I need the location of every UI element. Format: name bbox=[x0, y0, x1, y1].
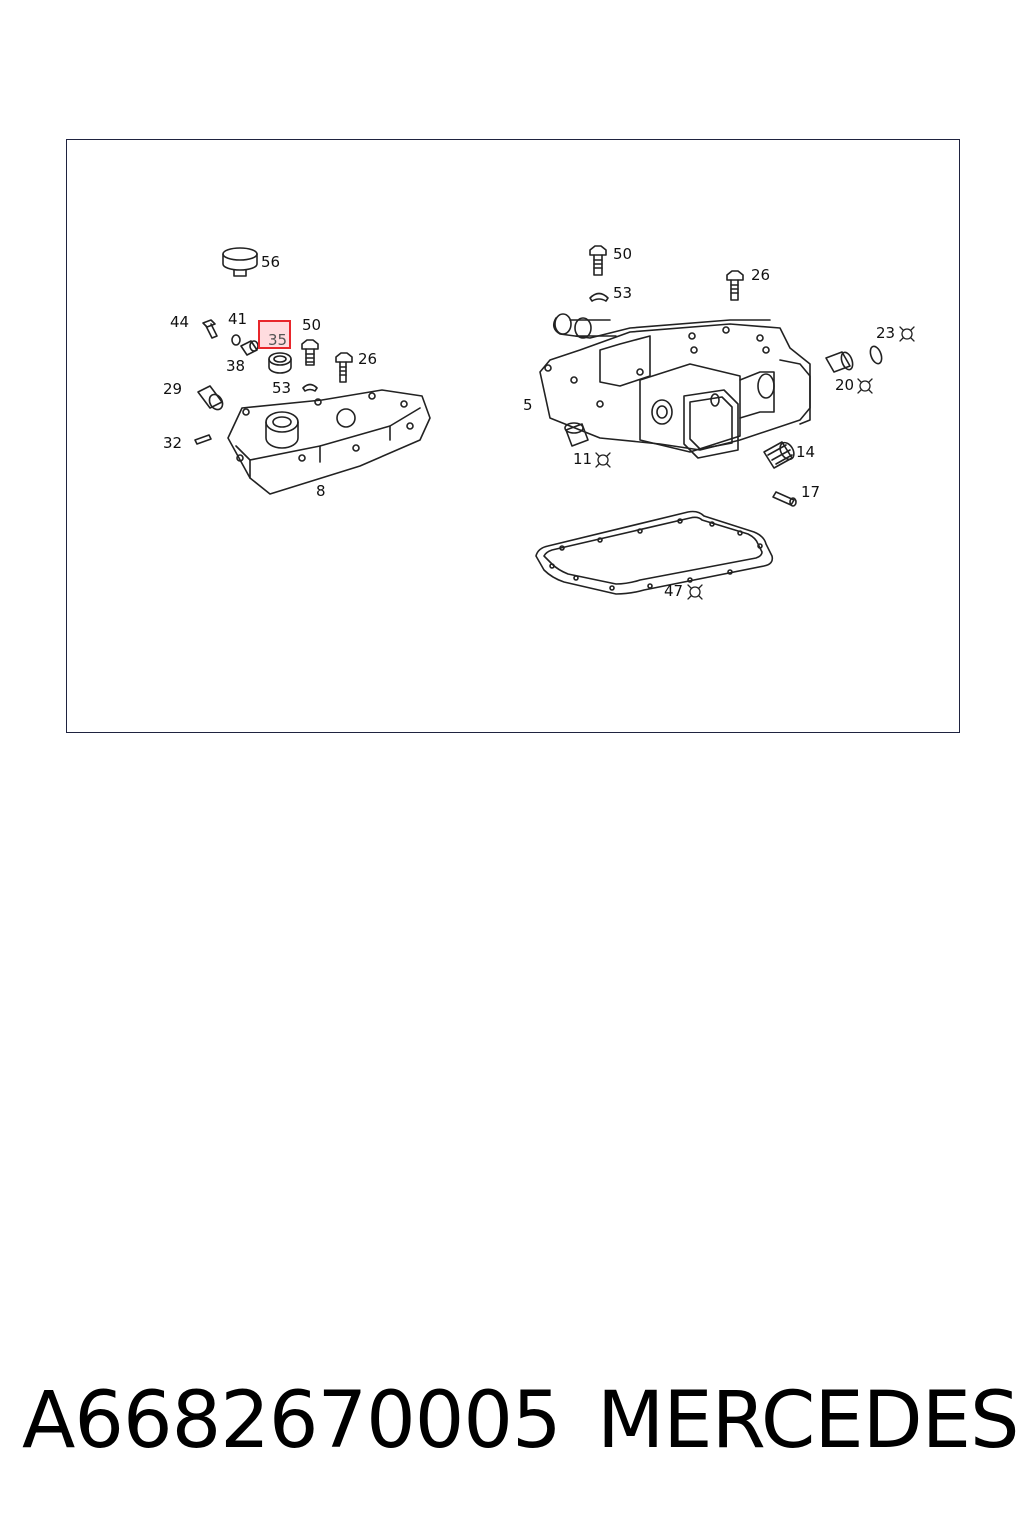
part-53-clip-left bbox=[302, 383, 318, 392]
part-50-bolt-left bbox=[301, 339, 319, 366]
part-26-bolt-right bbox=[726, 270, 744, 301]
callout-20[interactable]: 20 bbox=[835, 376, 855, 394]
callout-17[interactable]: 17 bbox=[801, 483, 821, 501]
part-8-cover bbox=[227, 389, 431, 495]
callout-26-left[interactable]: 26 bbox=[358, 350, 378, 368]
part-32-pin bbox=[194, 434, 212, 445]
callout-53-left[interactable]: 53 bbox=[272, 379, 292, 397]
callout-14[interactable]: 14 bbox=[796, 443, 816, 461]
callout-50-left[interactable]: 50 bbox=[302, 316, 322, 334]
part-44-bolt bbox=[202, 319, 218, 339]
part-17-pin bbox=[772, 491, 797, 507]
part-29-sleeve bbox=[197, 385, 224, 411]
part-20-sleeve bbox=[825, 351, 854, 373]
callout-44[interactable]: 44 bbox=[170, 313, 190, 331]
callout-35[interactable]: 35 bbox=[268, 331, 288, 349]
part-14-bearing bbox=[763, 441, 795, 469]
part-56-cap bbox=[222, 247, 258, 277]
part-26-bolt-left bbox=[335, 352, 353, 383]
exchange-icon-47 bbox=[687, 584, 703, 600]
parts-drawing bbox=[194, 245, 915, 600]
part-38-sleeve bbox=[240, 340, 259, 356]
callout-8[interactable]: 8 bbox=[316, 482, 326, 500]
part-53-clip-right bbox=[589, 292, 609, 302]
part-5-valve-body bbox=[539, 313, 811, 459]
exchange-icon-20 bbox=[857, 378, 873, 394]
exchange-icon-11 bbox=[595, 452, 611, 468]
part-50-bolt-right bbox=[589, 245, 607, 276]
callout-38[interactable]: 38 bbox=[226, 357, 246, 375]
callout-53-right[interactable]: 53 bbox=[613, 284, 633, 302]
callout-47[interactable]: 47 bbox=[664, 582, 684, 600]
part-35-bearing bbox=[268, 352, 292, 374]
callout-41[interactable]: 41 bbox=[228, 310, 248, 328]
callout-23[interactable]: 23 bbox=[876, 324, 896, 342]
callout-11[interactable]: 11 bbox=[573, 450, 593, 468]
highlight-box-part-35 bbox=[258, 320, 291, 349]
callout-29[interactable]: 29 bbox=[163, 380, 183, 398]
brand-name: MERCEDES bbox=[597, 1376, 1019, 1466]
part-23-ring bbox=[869, 345, 883, 365]
callout-50-right[interactable]: 50 bbox=[613, 245, 633, 263]
part-47-gasket bbox=[535, 510, 774, 595]
callout-32[interactable]: 32 bbox=[163, 434, 183, 452]
exchange-icon-23 bbox=[899, 326, 915, 342]
callout-26-right[interactable]: 26 bbox=[751, 266, 771, 284]
callout-5[interactable]: 5 bbox=[523, 396, 533, 414]
part-11-sleeve bbox=[564, 422, 589, 447]
part-41-ring bbox=[231, 334, 241, 346]
part-number: A6682670005 bbox=[22, 1376, 562, 1466]
diagram-frame bbox=[66, 139, 960, 733]
callout-56[interactable]: 56 bbox=[261, 253, 281, 271]
